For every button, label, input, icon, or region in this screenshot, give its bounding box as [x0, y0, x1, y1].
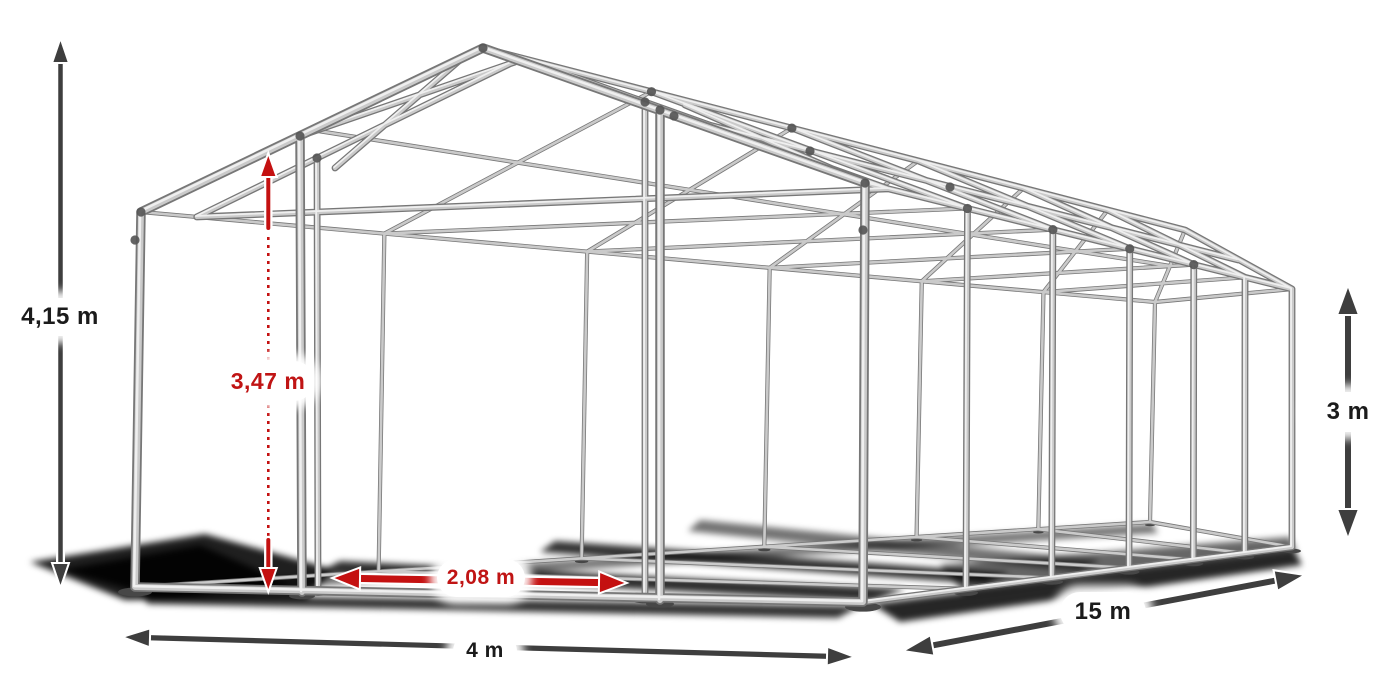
frame-tubes-mid [193, 44, 1296, 606]
dimension-label-length: 15 m [1060, 592, 1146, 632]
dimension-label-side-height: 3 m [1309, 392, 1387, 432]
tube-joints [130, 43, 1199, 270]
dimension-label-width: 4 m [453, 634, 517, 668]
dimension-label-inner-height: 3,47 m [222, 361, 314, 401]
dimension-label-total-height: 4,15 m [12, 298, 108, 336]
dimension-label-entrance-width: 2,08 m [437, 559, 525, 597]
frame-tubes-far [132, 89, 1295, 591]
